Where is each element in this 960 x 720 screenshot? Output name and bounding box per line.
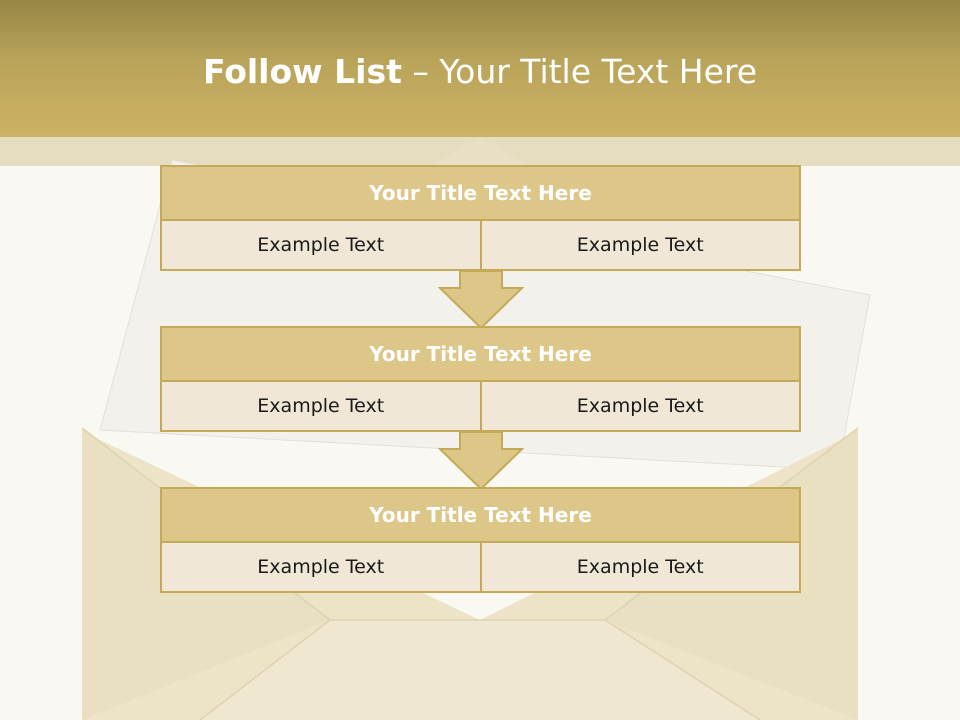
- block-cell-right: Example Text: [479, 543, 800, 591]
- list-block: Your Title Text Here Example Text Exampl…: [160, 165, 801, 271]
- down-arrow-icon: [438, 270, 524, 330]
- block-cell-right: Example Text: [479, 382, 800, 430]
- block-cell-left: Example Text: [257, 395, 385, 417]
- block-cell-right: Example Text: [479, 221, 800, 269]
- down-arrow-icon: [438, 431, 524, 491]
- block-row: Example Text Example Text: [160, 382, 801, 432]
- title-rest: – Your Title Text Here: [401, 52, 758, 91]
- block-title: Your Title Text Here: [160, 165, 801, 221]
- block-row: Example Text Example Text: [160, 221, 801, 271]
- list-block: Your Title Text Here Example Text Exampl…: [160, 326, 801, 432]
- block-title: Your Title Text Here: [160, 487, 801, 543]
- page-title: Follow List – Your Title Text Here: [0, 52, 960, 91]
- title-bold: Follow List: [202, 52, 402, 91]
- block-cell-left: Example Text: [257, 234, 385, 256]
- header-bar: [0, 0, 960, 137]
- block-title: Your Title Text Here: [160, 326, 801, 382]
- list-block: Your Title Text Here Example Text Exampl…: [160, 487, 801, 593]
- block-cell-left: Example Text: [257, 556, 385, 578]
- block-row: Example Text Example Text: [160, 543, 801, 593]
